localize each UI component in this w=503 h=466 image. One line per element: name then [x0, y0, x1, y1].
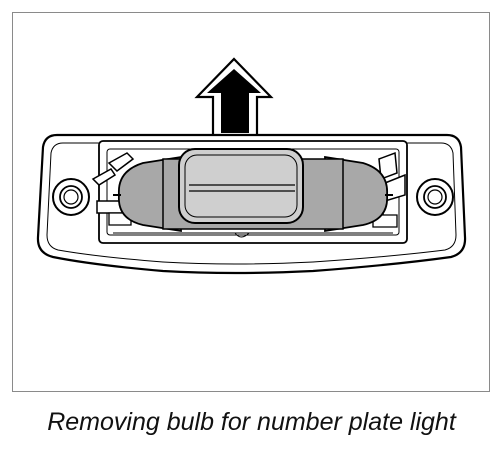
figure-caption: Removing bulb for number plate light	[47, 408, 456, 436]
number-plate-light-illustration	[36, 57, 467, 275]
removal-arrow-icon	[194, 57, 274, 141]
festoon-bulb	[113, 148, 393, 233]
left-screw-hole-icon	[52, 178, 90, 216]
right-screw-hole-icon	[416, 178, 454, 216]
illustration-frame	[12, 12, 490, 392]
